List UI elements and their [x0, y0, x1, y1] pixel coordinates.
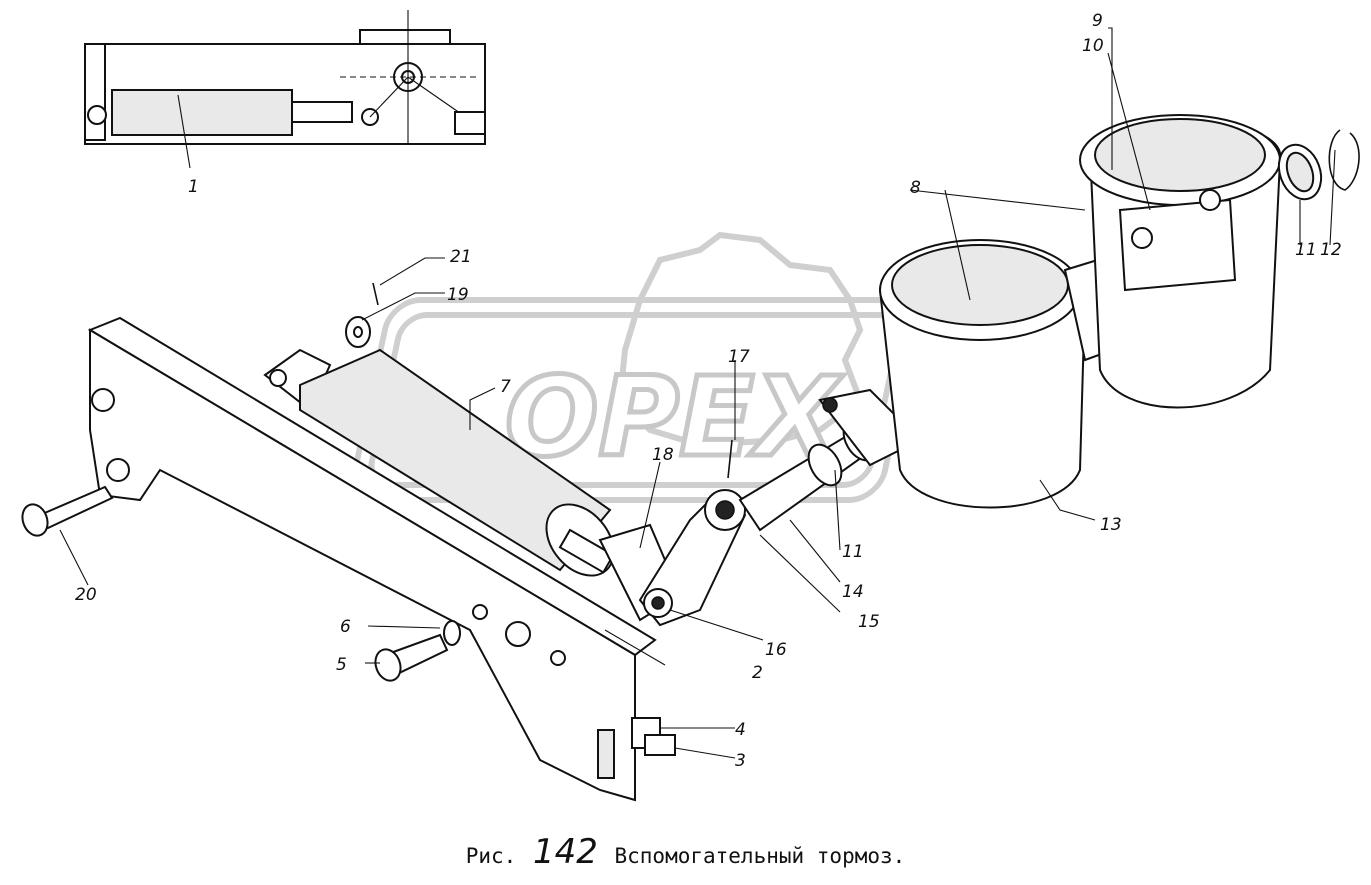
callout-2: 2 — [752, 663, 763, 683]
callout-9: 9 — [1092, 11, 1103, 31]
callout-14: 14 — [842, 582, 864, 602]
sleeve-ring — [1277, 129, 1360, 201]
bolt — [374, 620, 461, 682]
brake-cylinder — [263, 348, 615, 577]
callout-6: 6 — [340, 617, 351, 637]
lever-assembly — [598, 489, 747, 627]
callout-18: 18 — [652, 445, 674, 465]
callout-4: 4 — [735, 720, 746, 740]
callout-19: 19 — [447, 285, 469, 305]
bracket-frame — [87, 316, 657, 802]
callout-5: 5 — [336, 655, 347, 675]
pin — [21, 485, 114, 537]
stud — [631, 717, 676, 756]
callout-13: 13 — [1100, 515, 1122, 535]
watermark: OPEX — [351, 231, 919, 503]
callout-1: 1 — [188, 177, 199, 197]
callout-8: 8 — [910, 178, 921, 198]
watermark-text: OPEX — [505, 353, 844, 481]
caption-title: Вспомогательный тормоз. — [614, 844, 906, 868]
callout-16: 16 — [765, 640, 787, 660]
callout-11-shaft: 11 — [842, 542, 864, 562]
callout-21: 21 — [450, 247, 472, 267]
callout-3: 3 — [735, 751, 746, 771]
callout-11-ring: 11 — [1295, 240, 1317, 260]
callout-15: 15 — [858, 612, 880, 632]
cotter-pins — [345, 282, 733, 479]
callout-12: 12 — [1320, 240, 1342, 260]
leader-lines — [59, 27, 1336, 759]
inset-assembly — [84, 10, 486, 145]
callout-10: 10 — [1082, 36, 1104, 56]
callout-7: 7 — [500, 377, 511, 397]
callout-17: 17 — [728, 347, 750, 367]
callouts: 1 2 3 4 5 6 7 8 9 10 11 12 13 14 15 16 1… — [75, 11, 1342, 771]
shaft — [738, 388, 922, 532]
caption-prefix: Рис. — [465, 844, 517, 868]
callout-20: 20 — [75, 585, 97, 605]
housing — [878, 114, 1282, 509]
caption-number: 142 — [532, 832, 598, 872]
figure-caption: Рис. 142 Вспомогательный тормоз. — [0, 832, 1371, 872]
